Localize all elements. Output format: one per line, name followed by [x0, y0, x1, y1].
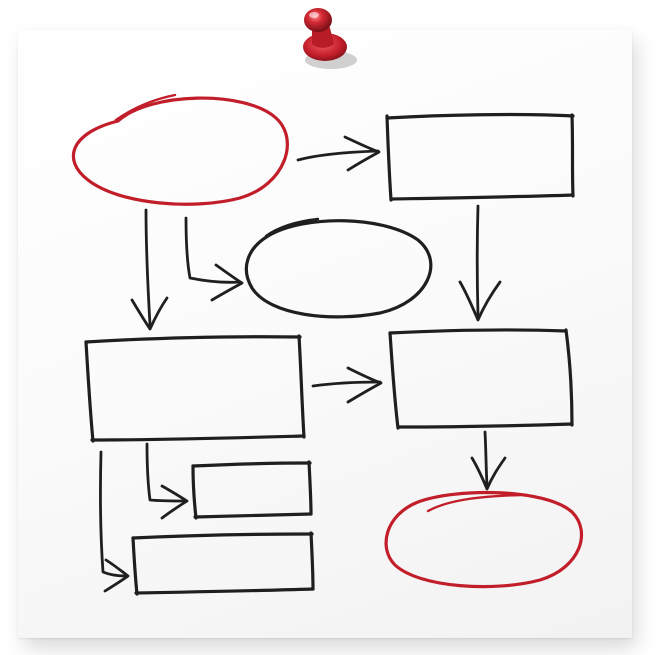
edge-process-3-to-end	[470, 430, 507, 491]
node-process-1	[385, 112, 575, 202]
edge-process-2-to-process-3	[311, 366, 383, 404]
node-sub-1	[191, 460, 313, 520]
edge-process-2-to-sub-1	[145, 442, 189, 520]
node-end	[384, 490, 583, 589]
edge-process-2-to-sub-2	[99, 450, 130, 593]
node-start	[71, 93, 289, 206]
edge-start-to-process-1	[296, 135, 381, 172]
edge-process-1-to-process-3	[458, 204, 502, 322]
node-sub-2	[131, 531, 315, 596]
edge-start-to-decision	[184, 216, 244, 302]
edge-start-to-process-2	[130, 208, 169, 331]
node-decision	[244, 217, 433, 319]
sticky-note	[18, 30, 632, 638]
node-process-2	[84, 334, 306, 443]
node-process-3	[388, 328, 574, 430]
